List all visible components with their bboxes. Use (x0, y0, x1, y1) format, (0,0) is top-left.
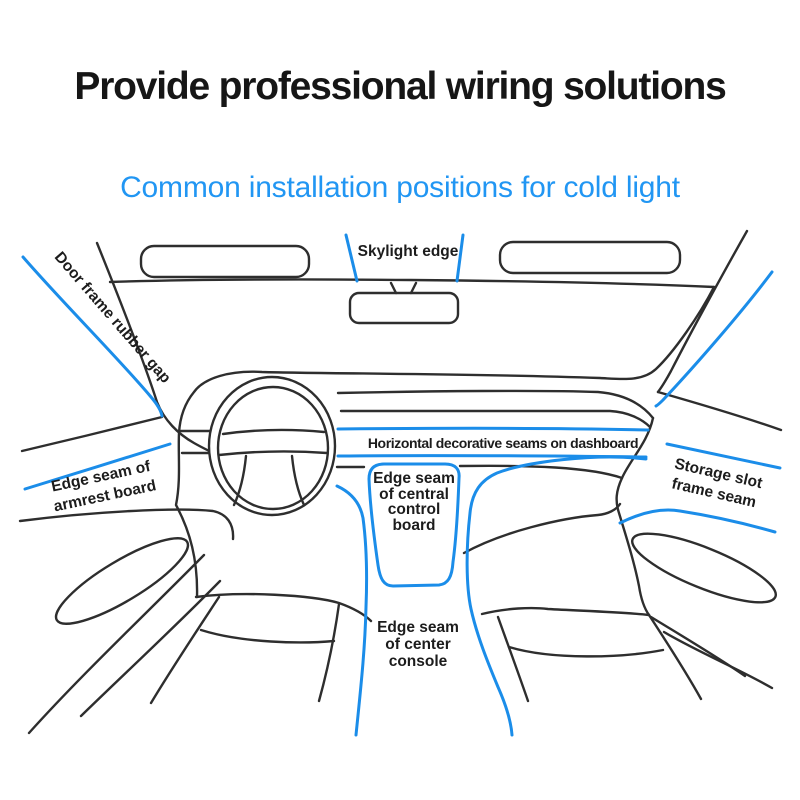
right-door-diagonal-b (662, 630, 774, 690)
dash-band-line-2 (339, 409, 652, 429)
dashboard-right-edge (615, 416, 655, 617)
rearview-mirror (348, 291, 460, 325)
dashboard-seam-upper (336, 426, 650, 432)
label-center-console-seam: Edge seam of center console (358, 619, 478, 670)
storage-slot-seam-upper (665, 442, 782, 470)
steering-wheel-right-spoke (290, 454, 306, 507)
steering-wheel-upper-spoke-bar (221, 428, 326, 436)
left-door-armrest-line (18, 508, 235, 541)
seam-highlights (21, 233, 782, 737)
right-door-handle (631, 532, 777, 604)
right-a-pillar-line (656, 229, 749, 394)
skylight-edge-tick-right (455, 233, 465, 283)
label-skylight-edge: Skylight edge (357, 243, 459, 260)
dash-band-line-1 (336, 389, 655, 420)
left-door-handle (54, 537, 190, 625)
roofline (108, 278, 716, 289)
steering-wheel (207, 375, 337, 517)
left-seat-cushion-line (199, 628, 336, 644)
label-console-line3: console (388, 653, 448, 670)
left-door-sill-line (20, 415, 164, 453)
central-control-board-seam (367, 462, 461, 588)
right-sun-visor (498, 240, 682, 275)
label-central-line3: control (387, 501, 441, 518)
left-door-diagonal-b (79, 579, 222, 718)
right-floor-diagonal (647, 613, 703, 701)
label-dashboard-seams: Horizontal decorative seams on dashboard (367, 435, 639, 451)
center-console-seam-right (465, 455, 648, 737)
page-title: Provide professional wiring solutions (74, 65, 726, 108)
dashboard-top-and-cowl-line (174, 285, 716, 599)
right-seat-side-edge (496, 615, 530, 703)
steering-wheel-lower-spoke-bar (217, 450, 329, 457)
storage-slot-seam-lower (618, 508, 777, 534)
right-door-sill-line (656, 390, 783, 432)
left-sun-visor (139, 244, 311, 279)
label-central-line1: Edge seam (373, 470, 455, 487)
mirror-mount (389, 281, 418, 295)
armrest-board-seam (23, 442, 172, 491)
center-console-seam-left (335, 484, 369, 737)
knee-bolster-line (462, 502, 622, 555)
skylight-edge-tick-left (344, 233, 359, 283)
steering-wheel-outer-rim (207, 375, 337, 517)
label-central-control-board-seam: Edge seam of central control board (359, 471, 469, 533)
right-seat-top-edge (480, 606, 651, 617)
left-seat-right-edge (317, 602, 341, 703)
label-console-line2: of center (385, 636, 451, 653)
left-seat-side-edge (149, 595, 221, 705)
label-central-line4: board (392, 516, 436, 534)
right-seat-cushion-line (507, 645, 665, 658)
interior-lines (18, 229, 783, 735)
label-console-line1: Edge seam (377, 619, 459, 636)
page-subtitle: Common installation positions for cold l… (120, 171, 680, 204)
steering-wheel-inner-rim (216, 385, 330, 511)
left-door-diagonal-a (27, 553, 206, 735)
dash-band-line-3-right (458, 464, 624, 480)
steering-wheel-left-spoke (232, 454, 248, 507)
right-pillar-door-seam (654, 270, 774, 408)
door-frame-gap-seam (21, 255, 164, 418)
left-seat-top-edge (194, 592, 373, 623)
label-central-line2: of central (379, 485, 449, 503)
